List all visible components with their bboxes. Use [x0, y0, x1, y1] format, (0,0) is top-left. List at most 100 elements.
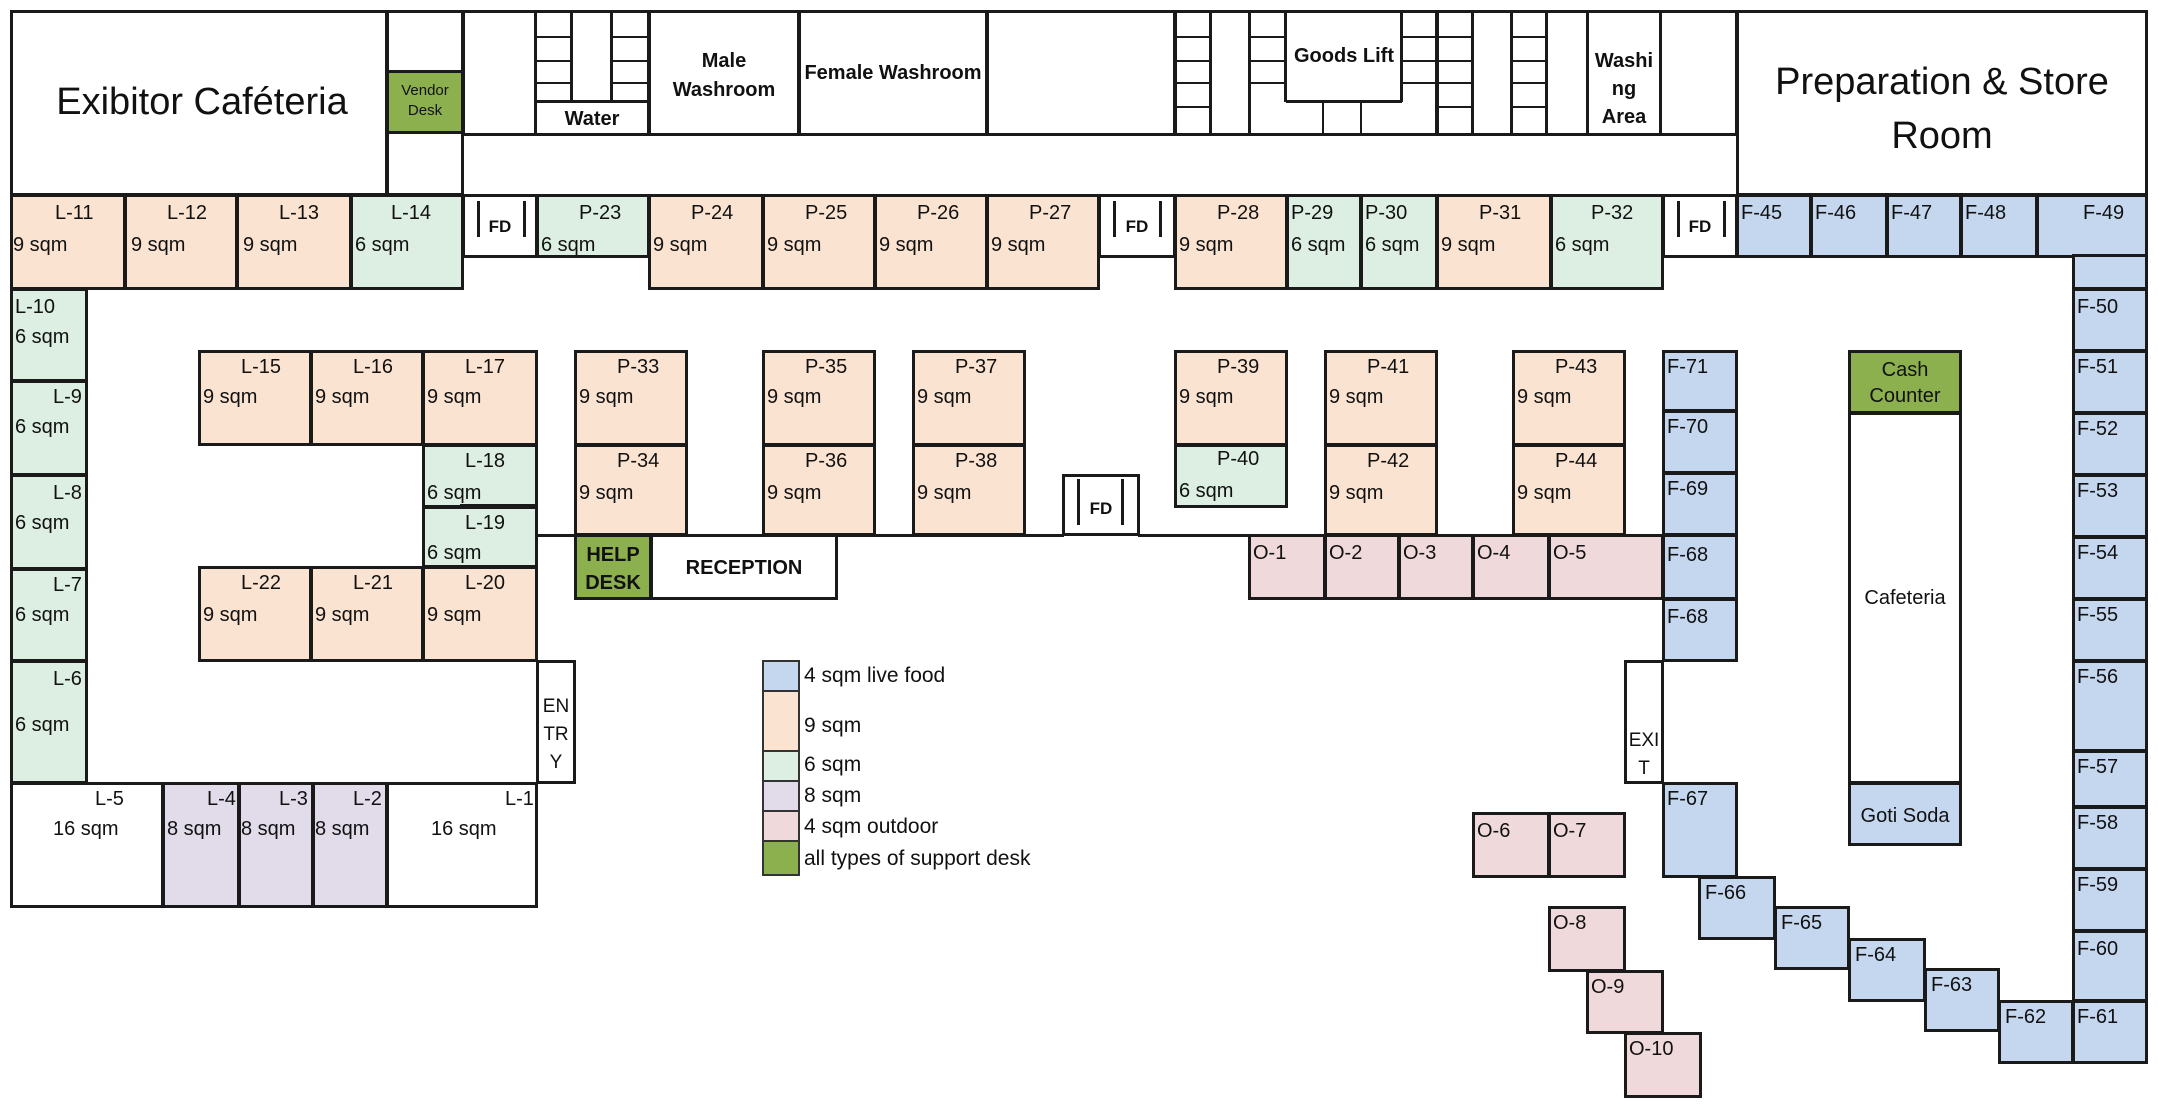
- stall-P-35[interactable]: P-35 9 sqm: [762, 350, 876, 446]
- stall-L-14[interactable]: L-14 6 sqm: [350, 194, 464, 290]
- stall-F-57[interactable]: F-57: [2072, 750, 2148, 808]
- stall-P-39[interactable]: P-39 9 sqm: [1174, 350, 1288, 446]
- stall-L-12[interactable]: L-12 9 sqm: [124, 194, 238, 290]
- stall-L-10[interactable]: L-10 6 sqm: [10, 288, 88, 382]
- stall-P-31[interactable]: P-31 9 sqm: [1436, 194, 1552, 290]
- stall-O-6[interactable]: O-6: [1472, 812, 1550, 878]
- stall-L-21[interactable]: L-21 9 sqm: [310, 566, 424, 662]
- stall-P-40[interactable]: P-40 6 sqm: [1174, 444, 1288, 508]
- stall-L-15[interactable]: L-15 9 sqm: [198, 350, 312, 446]
- stall-P-41[interactable]: P-41 9 sqm: [1324, 350, 1438, 446]
- stall-P-23[interactable]: P-23 6 sqm: [536, 194, 650, 258]
- stall-P-29[interactable]: P-29 6 sqm: [1286, 194, 1362, 290]
- stall-size: 9 sqm: [203, 604, 258, 626]
- goti-soda[interactable]: Goti Soda: [1848, 782, 1962, 846]
- reception: RECEPTION: [650, 534, 838, 600]
- stall-id: P-25: [805, 202, 848, 224]
- stall-F-49-top[interactable]: F-49: [2036, 194, 2148, 258]
- stall-L-2[interactable]: L-2 8 sqm: [312, 782, 388, 908]
- stall-P-43[interactable]: P-43 9 sqm: [1512, 350, 1626, 446]
- stall-L-20[interactable]: L-20 9 sqm: [422, 566, 538, 662]
- stall-F-56[interactable]: F-56: [2072, 660, 2148, 752]
- stall-F-46[interactable]: F-46: [1810, 194, 1888, 258]
- stall-P-30[interactable]: P-30 6 sqm: [1360, 194, 1438, 290]
- stall-F-61[interactable]: F-61: [2072, 1000, 2148, 1064]
- stall-O-3[interactable]: O-3: [1398, 534, 1474, 600]
- stall-L-9[interactable]: L-9 6 sqm: [10, 380, 88, 476]
- stall-F-68-b[interactable]: F-68: [1662, 598, 1738, 662]
- stall-F-55[interactable]: F-55: [2072, 598, 2148, 662]
- stall-F-51[interactable]: F-51: [2072, 350, 2148, 414]
- legend-label: 8 sqm: [804, 784, 862, 807]
- stair-step: [1510, 106, 1548, 108]
- stall-L-22[interactable]: L-22 9 sqm: [198, 566, 312, 662]
- stall-O-7[interactable]: O-7: [1548, 812, 1626, 878]
- stall-P-25[interactable]: P-25 9 sqm: [762, 194, 876, 290]
- stall-size: 9 sqm: [1517, 482, 1572, 504]
- stall-L-3[interactable]: L-3 8 sqm: [238, 782, 314, 908]
- stall-id: F-47: [1891, 202, 1933, 224]
- stall-O-4[interactable]: O-4: [1472, 534, 1550, 600]
- stall-F-58[interactable]: F-58: [2072, 806, 2148, 870]
- stall-P-44[interactable]: P-44 9 sqm: [1512, 444, 1626, 536]
- stall-F-47[interactable]: F-47: [1886, 194, 1962, 258]
- stall-F-48[interactable]: F-48: [1960, 194, 2038, 258]
- stall-L-13[interactable]: L-13 9 sqm: [236, 194, 352, 290]
- stall-O-10[interactable]: O-10: [1624, 1032, 1702, 1098]
- stall-P-42[interactable]: P-42 9 sqm: [1324, 444, 1438, 536]
- stair-line: [570, 10, 573, 102]
- stall-L-11[interactable]: L-11 9 sqm: [10, 194, 126, 290]
- legend-swatch: [762, 750, 800, 782]
- stall-F-52[interactable]: F-52: [2072, 412, 2148, 476]
- stall-id: O-10: [1629, 1038, 1674, 1060]
- stall-F-65[interactable]: F-65: [1774, 906, 1850, 970]
- stall-L-7[interactable]: L-7 6 sqm: [10, 568, 88, 662]
- door-mark: [1077, 479, 1080, 525]
- stall-P-24[interactable]: P-24 9 sqm: [648, 194, 764, 290]
- stall-F-63[interactable]: F-63: [1924, 968, 2000, 1032]
- stall-O-1[interactable]: O-1: [1248, 534, 1326, 600]
- stall-L-19[interactable]: L-19 6 sqm: [422, 506, 538, 568]
- stair-step: [534, 36, 572, 38]
- stall-P-37[interactable]: P-37 9 sqm: [912, 350, 1026, 446]
- stall-F-67[interactable]: F-67: [1662, 782, 1738, 878]
- stall-L-1[interactable]: L-1 16 sqm: [386, 782, 538, 908]
- stall-O-5[interactable]: O-5: [1548, 534, 1664, 600]
- stall-L-18[interactable]: L-18 6 sqm: [422, 444, 538, 508]
- stall-F-66[interactable]: F-66: [1698, 876, 1776, 940]
- stall-F-49-bottom[interactable]: [2072, 254, 2148, 290]
- stall-F-53[interactable]: F-53: [2072, 474, 2148, 538]
- stall-size: 9 sqm: [1329, 386, 1384, 408]
- stall-O-2[interactable]: O-2: [1324, 534, 1400, 600]
- stall-L-4[interactable]: L-4 8 sqm: [162, 782, 240, 908]
- stall-P-28[interactable]: P-28 9 sqm: [1174, 194, 1288, 290]
- stall-P-33[interactable]: P-33 9 sqm: [574, 350, 688, 446]
- stall-P-27[interactable]: P-27 9 sqm: [986, 194, 1100, 290]
- stall-L-6[interactable]: L-6 6 sqm: [10, 660, 88, 784]
- cafeteria-label: Cafeteria: [1864, 587, 1946, 609]
- stall-P-36[interactable]: P-36 9 sqm: [762, 444, 876, 536]
- stall-F-70[interactable]: F-70: [1662, 410, 1738, 474]
- stall-L-16[interactable]: L-16 9 sqm: [310, 350, 424, 446]
- stall-F-62[interactable]: F-62: [1998, 1000, 2074, 1064]
- stall-L-8[interactable]: L-8 6 sqm: [10, 474, 88, 570]
- stall-F-50[interactable]: F-50: [2072, 288, 2148, 352]
- stall-L-5[interactable]: L-5 16 sqm: [10, 782, 164, 908]
- stall-F-54[interactable]: F-54: [2072, 536, 2148, 600]
- entry[interactable]: EN TR Y: [536, 660, 576, 784]
- stall-F-68-a[interactable]: F-68: [1662, 534, 1738, 600]
- stall-O-8[interactable]: O-8: [1548, 906, 1626, 972]
- stall-P-38[interactable]: P-38 9 sqm: [912, 444, 1026, 536]
- stall-P-32[interactable]: P-32 6 sqm: [1550, 194, 1664, 290]
- stall-F-60[interactable]: F-60: [2072, 930, 2148, 1002]
- stall-P-34[interactable]: P-34 9 sqm: [574, 444, 688, 536]
- stall-F-45[interactable]: F-45: [1736, 194, 1812, 258]
- stall-P-26[interactable]: P-26 9 sqm: [874, 194, 988, 290]
- stall-L-17[interactable]: L-17 9 sqm: [422, 350, 538, 446]
- stall-F-69[interactable]: F-69: [1662, 472, 1738, 536]
- exit[interactable]: EXI T: [1624, 660, 1664, 784]
- stall-O-9[interactable]: O-9: [1586, 970, 1664, 1034]
- stall-F-71[interactable]: F-71: [1662, 350, 1738, 412]
- stall-F-64[interactable]: F-64: [1848, 938, 1926, 1002]
- stall-F-59[interactable]: F-59: [2072, 868, 2148, 932]
